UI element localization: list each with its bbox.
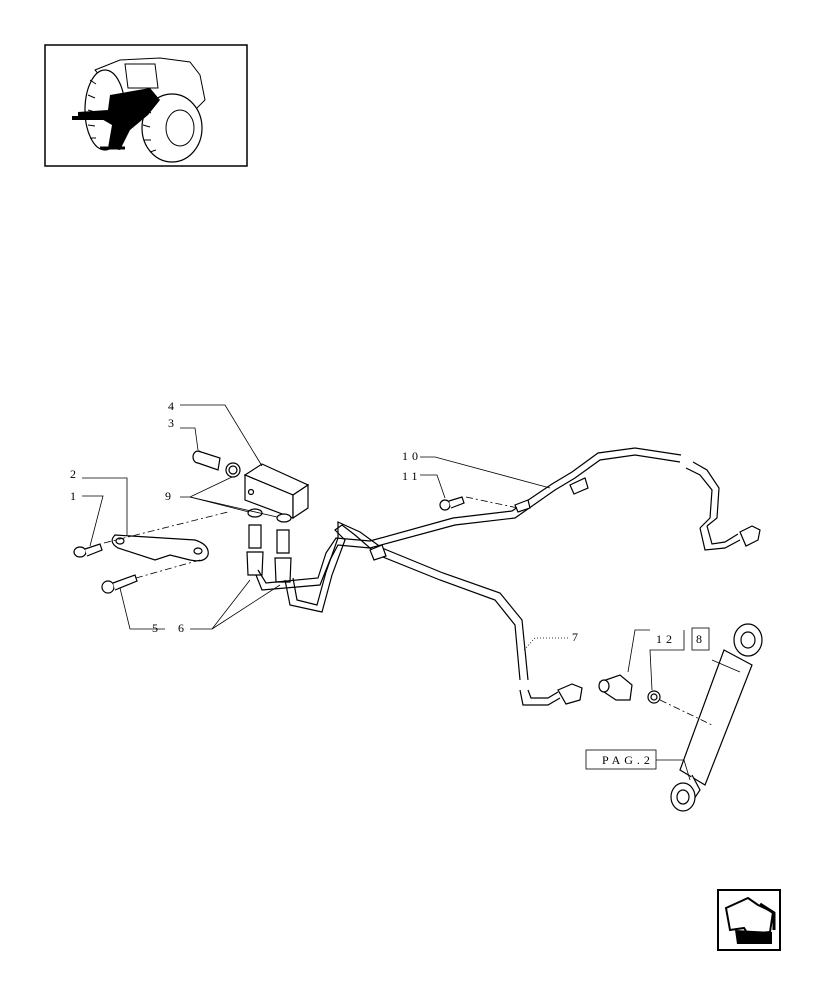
plug-3 (192, 450, 241, 478)
washer-12-hole (650, 693, 658, 701)
callout-10: 10 (402, 449, 422, 463)
elbow-fitting (598, 674, 633, 701)
page-ref-label[interactable]: PAG.2 (602, 753, 654, 767)
pipe-10 (255, 447, 761, 591)
callout-8-box (691, 627, 710, 651)
bolt-1 (73, 543, 103, 558)
callout-11: 11 (402, 469, 422, 483)
page-ref-box[interactable] (585, 749, 657, 770)
washer-9b (276, 513, 292, 523)
bracket-clip (514, 499, 531, 513)
hydraulic-cylinder (670, 623, 763, 812)
next-page-arrow-icon[interactable] (717, 889, 781, 951)
fitting-6a (246, 524, 264, 576)
block-4 (243, 463, 310, 520)
callout-2: 2 (70, 467, 80, 481)
clamp-a (569, 477, 589, 495)
callout-12: 12 (656, 632, 676, 646)
bracket-part (111, 534, 209, 562)
callout-4: 4 (168, 399, 178, 413)
clamp-b (369, 544, 387, 561)
callout-9: 9 (165, 489, 175, 503)
callout-3: 3 (168, 416, 178, 430)
callout-5: 5 (152, 621, 162, 635)
callout-8: 8 (696, 632, 706, 646)
callout-6: 6 (178, 621, 188, 635)
tractor-thumbnail-icon (44, 44, 248, 167)
fitting-6b (274, 529, 292, 583)
bolt-11 (439, 496, 465, 511)
pipe-7 (284, 521, 583, 706)
callout-1: 1 (70, 489, 80, 503)
callout-7: 7 (572, 630, 582, 644)
bolt-5 (101, 574, 138, 594)
leader-lines (82, 404, 713, 781)
